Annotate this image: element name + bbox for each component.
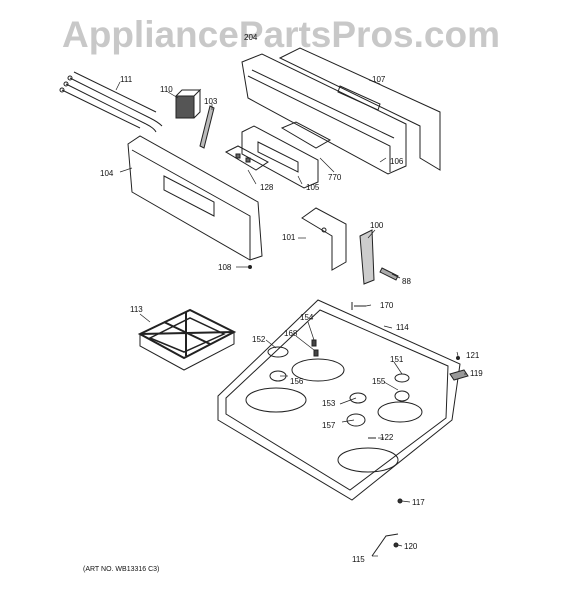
part-100 <box>359 229 375 285</box>
grate-113 <box>137 308 237 371</box>
cooktop-114 <box>217 299 461 501</box>
label-88: 88 <box>402 277 411 286</box>
bracket-103 <box>199 105 215 149</box>
label-117: 117 <box>412 498 425 507</box>
wire-harness-111 <box>59 71 163 133</box>
label-128: 128 <box>260 183 274 192</box>
part-119 <box>449 369 469 381</box>
label-151: 151 <box>390 355 404 364</box>
label-114: 114 <box>396 323 409 332</box>
part-88 <box>379 267 399 281</box>
label-106: 106 <box>390 157 404 166</box>
label-113: 113 <box>130 305 143 314</box>
bracket-101 <box>301 207 347 271</box>
part-117 <box>397 498 403 504</box>
panel-106 <box>241 53 407 175</box>
label-168: 168 <box>284 329 298 338</box>
label-107: 107 <box>372 75 386 84</box>
label-157: 157 <box>322 421 336 430</box>
label-120: 120 <box>404 542 418 551</box>
switch-110 <box>175 88 202 119</box>
label-105: 105 <box>306 183 320 192</box>
board-128 <box>224 145 269 171</box>
label-153: 153 <box>322 399 336 408</box>
part-154 <box>311 339 317 347</box>
label-770: 770 <box>328 173 342 182</box>
trim-107 <box>278 47 441 171</box>
label-156: 156 <box>290 377 304 386</box>
screw-108 <box>248 265 252 269</box>
label-155: 155 <box>372 377 386 386</box>
label-111: 111 <box>120 75 133 84</box>
label-108: 108 <box>218 263 232 272</box>
label-170: 170 <box>380 301 394 310</box>
label-122: 122 <box>380 433 394 442</box>
part-168 <box>313 349 319 357</box>
cap-152 <box>267 346 289 358</box>
overlay-105 <box>241 125 319 189</box>
control-panel-104 <box>127 135 263 261</box>
label-110: 110 <box>160 85 173 94</box>
part-115 <box>371 533 399 557</box>
screw-170 <box>351 302 366 310</box>
label-101: 101 <box>282 233 296 242</box>
screw-121 <box>456 356 460 360</box>
label-100: 100 <box>370 221 384 230</box>
label-121: 121 <box>466 351 480 360</box>
art-number: (ART NO. WB13316 C3) <box>83 566 160 573</box>
label-103: 103 <box>204 97 218 106</box>
label-119: 119 <box>470 369 483 378</box>
part-770 <box>280 121 332 149</box>
label-115: 115 <box>352 555 365 564</box>
label-104: 104 <box>100 169 114 178</box>
label-154: 154 <box>300 313 314 322</box>
label-204: 204 <box>244 33 258 42</box>
label-152: 152 <box>252 335 266 344</box>
